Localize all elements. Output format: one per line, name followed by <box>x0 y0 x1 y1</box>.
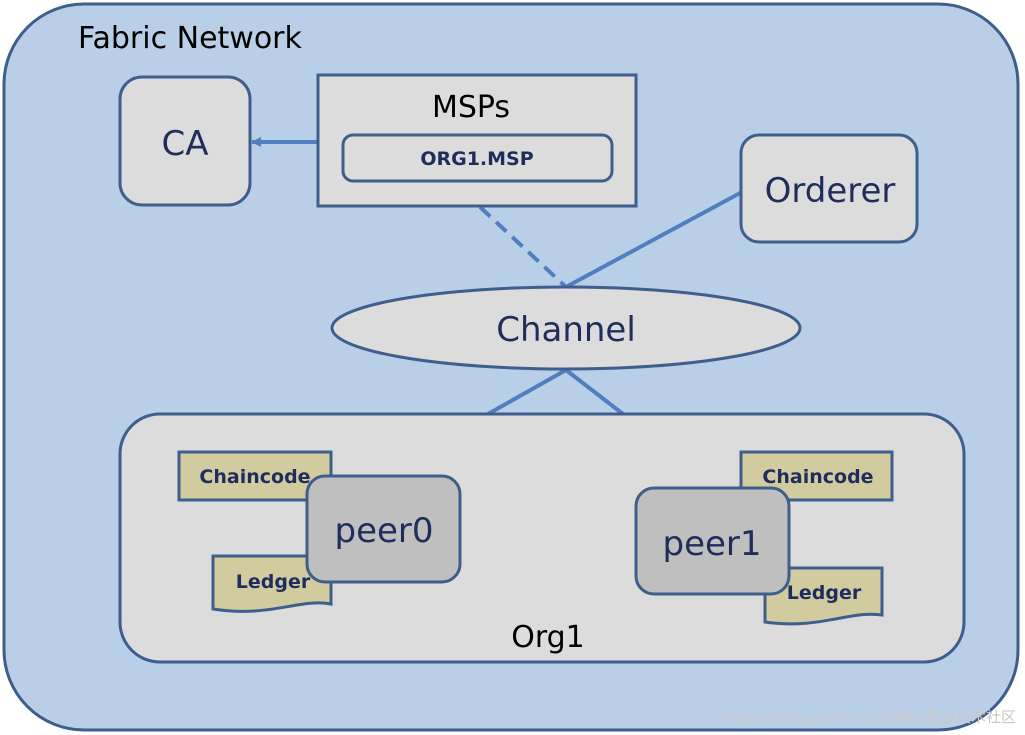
peer0-label: peer0 <box>334 511 433 551</box>
orderer-box <box>739 133 919 244</box>
channel-to-org-link-right <box>564 368 625 416</box>
peer0-node <box>305 474 462 584</box>
peer1-label: peer1 <box>662 524 761 564</box>
peer0-chaincode-label: Chaincode <box>199 466 310 488</box>
peer0-ledger-document <box>211 554 333 613</box>
msp-to-channel-dashed-link <box>478 205 568 289</box>
ca-label: CA <box>162 124 209 164</box>
peer1-chaincode-label: Chaincode <box>762 466 873 488</box>
peer1-ledger-document <box>763 566 884 626</box>
watermark: https://blog.csdn.net @稀土掘金技术社区 <box>721 708 1016 726</box>
org1-msp-label: ORG1.MSP <box>420 148 533 170</box>
peer1-node <box>634 486 791 596</box>
orderer-to-channel-link <box>565 190 743 289</box>
peer0-ledger-label: Ledger <box>236 571 311 593</box>
network-title: Fabric Network <box>78 21 303 56</box>
msps-title: MSPs <box>432 90 510 125</box>
ca-box <box>118 75 252 207</box>
peer1-ledger-label: Ledger <box>787 582 862 604</box>
channel-ellipse <box>330 285 802 371</box>
orderer-label: Orderer <box>765 171 896 211</box>
org1-label: Org1 <box>511 620 585 655</box>
org1-msp-box <box>341 133 614 183</box>
channel-label: Channel <box>496 310 636 350</box>
channel-to-org-link-left <box>487 368 567 416</box>
